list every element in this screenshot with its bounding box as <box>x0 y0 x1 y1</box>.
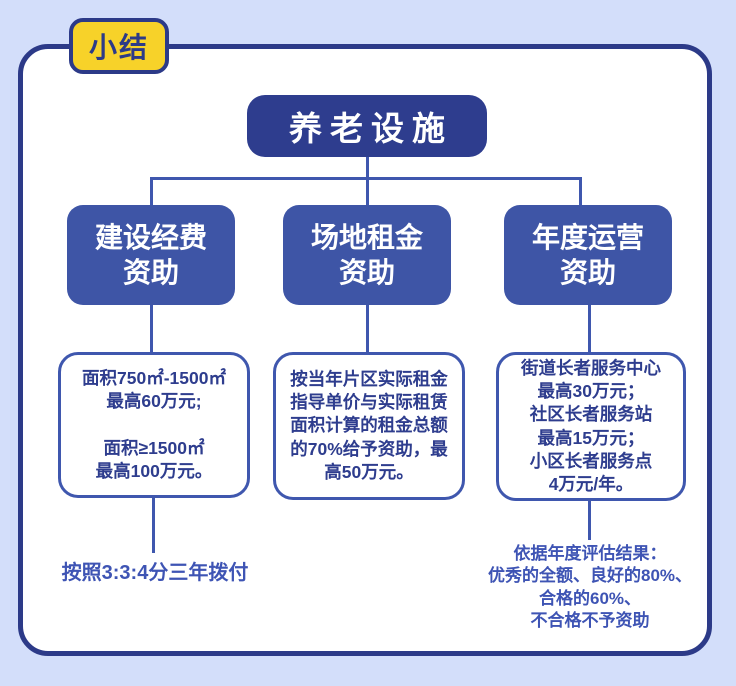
detail-box-site-rent: 按当年片区实际租金 指导单价与实际租赁 面积计算的租金总额 的70%给予资助，最… <box>273 352 465 500</box>
connector-branch3-stub <box>579 177 582 205</box>
detail-box-annual-operation: 街道长者服务中心 最高30万元； 社区长者服务站 最高15万元； 小区长者服务点… <box>496 352 686 501</box>
connector-branch3-detail <box>587 305 591 353</box>
branch-node-site-rent: 场地租金 资助 <box>283 205 451 305</box>
note-payment-schedule: 按照3:3:4分三年拨付 <box>61 562 249 584</box>
summary-badge: 小结 <box>69 18 169 74</box>
connector-root-vertical <box>365 157 369 205</box>
branch-node-construction-funding: 建设经费 资助 <box>67 205 235 305</box>
connector-horizontal <box>150 177 582 180</box>
root-node-title: 养老设施 <box>247 95 487 157</box>
connector-detail1-note <box>151 498 155 553</box>
connector-branch1-stub <box>150 177 153 205</box>
connector-detail3-note <box>587 501 591 540</box>
connector-branch2-detail <box>365 305 369 353</box>
branch-node-annual-operation: 年度运营 资助 <box>504 205 672 305</box>
note-evaluation-criteria: 依据年度评估结果： 优秀的全额、良好的80%、 合格的60%、 不合格不予资助 <box>487 544 693 631</box>
connector-branch1-detail <box>149 305 153 353</box>
detail-box-construction-funding: 面积750㎡-1500㎡ 最高60万元; 面积≥1500㎡ 最高100万元。 <box>58 352 250 498</box>
